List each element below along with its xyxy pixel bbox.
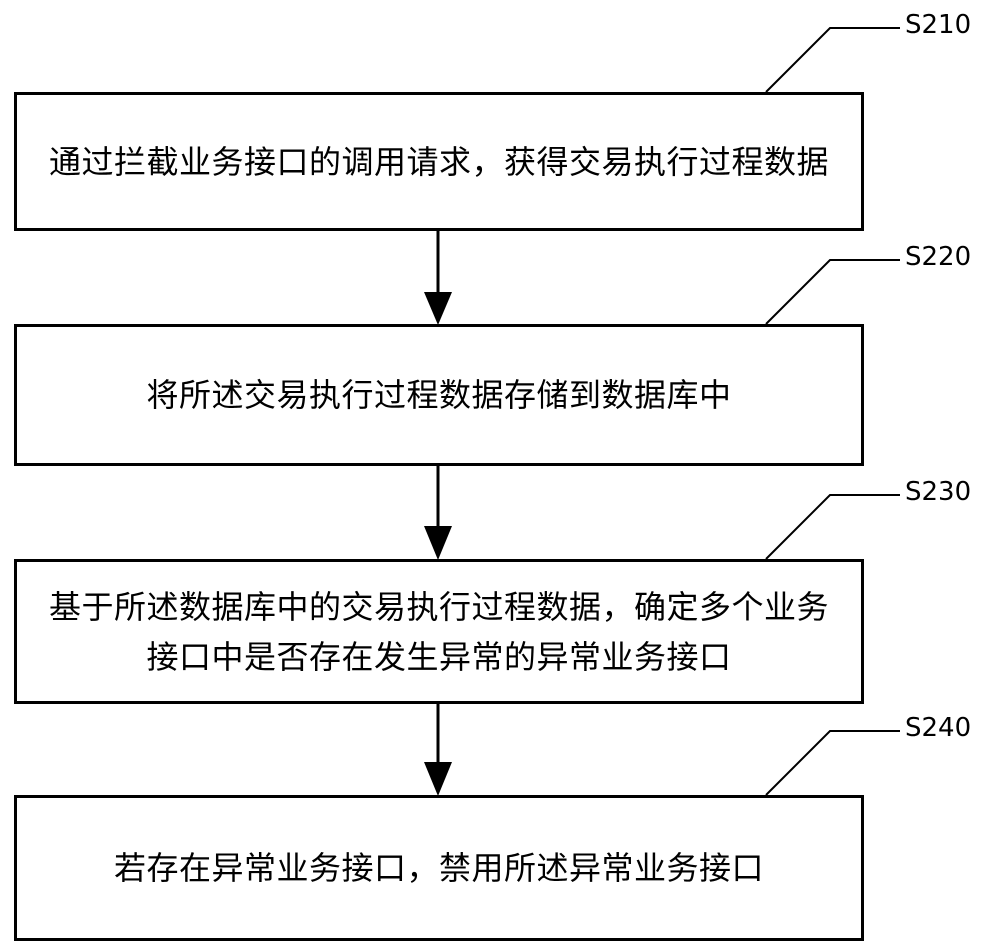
arrow-s210-to-s220: [424, 230, 452, 325]
step-text-s230: 基于所述数据库中的交易执行过程数据，确定多个业务接口中是否存在发生异常的异常业务…: [48, 587, 829, 676]
leader-line-s240: [765, 730, 900, 796]
arrow-s220-to-s230: [424, 465, 452, 560]
step-label-s220: S220: [905, 242, 972, 272]
step-label-s230: S230: [905, 477, 972, 507]
step-box-s220: 将所述交易执行过程数据存储到数据库中: [14, 324, 864, 466]
step-text-s210: 通过拦截业务接口的调用请求，获得交易执行过程数据: [48, 142, 829, 181]
step-label-s240: S240: [905, 713, 972, 743]
step-box-s240: 若存在异常业务接口，禁用所述异常业务接口: [14, 795, 864, 941]
step-text-s240: 若存在异常业务接口，禁用所述异常业务接口: [113, 849, 764, 887]
step-label-s210: S210: [905, 10, 972, 40]
leader-line-s230: [765, 494, 900, 560]
step-text-s220: 将所述交易执行过程数据存储到数据库中: [146, 376, 732, 414]
step-box-s210: 通过拦截业务接口的调用请求，获得交易执行过程数据: [14, 92, 864, 231]
leader-line-s220: [765, 259, 900, 325]
arrow-s230-to-s240: [424, 703, 452, 796]
step-box-s230: 基于所述数据库中的交易执行过程数据，确定多个业务接口中是否存在发生异常的异常业务…: [14, 559, 864, 704]
leader-line-s210: [765, 27, 900, 93]
